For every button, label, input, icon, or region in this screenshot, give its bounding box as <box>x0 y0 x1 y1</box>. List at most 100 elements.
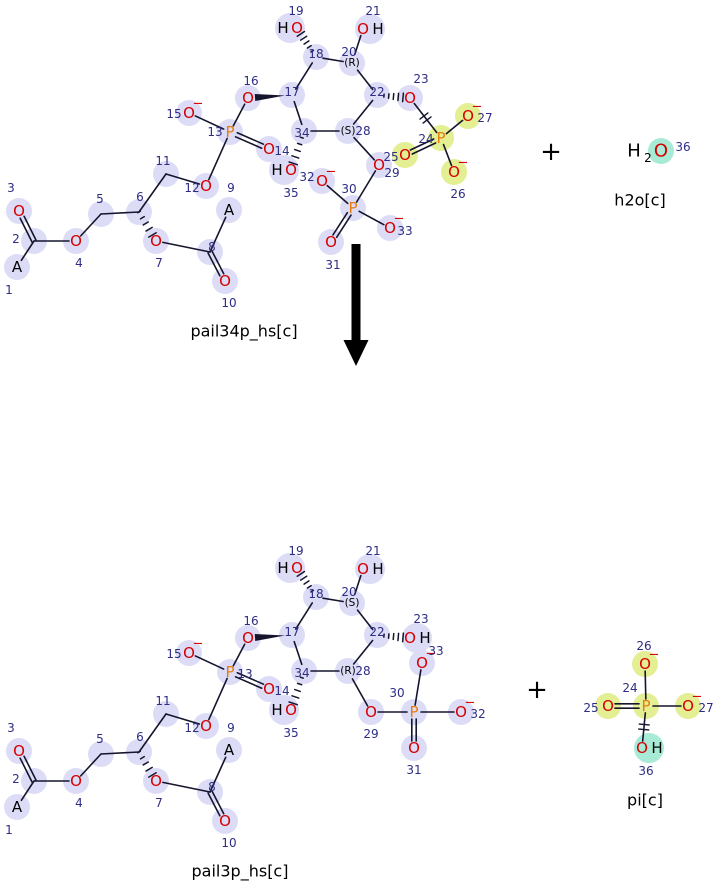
atom-number-O3: 3 <box>7 721 15 735</box>
atom-highlight-O7 <box>143 768 169 794</box>
atom-highlight-P30 <box>401 699 427 725</box>
bond-line <box>322 597 344 603</box>
atom-number-P13: 13 <box>237 667 252 681</box>
bond-line <box>306 584 312 589</box>
bond-line <box>303 40 310 45</box>
atom-number-O32: 32 <box>470 707 485 721</box>
bond-line <box>142 761 149 766</box>
atom-number-O10: 10 <box>221 296 236 310</box>
atom-number-C18: 18 <box>308 587 323 601</box>
atom-symbol-P24: P <box>436 129 445 147</box>
atom-number-C6: 6 <box>136 190 144 204</box>
atom-number-C8: 8 <box>208 780 216 794</box>
atom-number-C34: 34 <box>294 126 309 140</box>
bond-line <box>353 574 362 596</box>
atom-number-O21: 21 <box>365 544 380 558</box>
atom-symbol-O12: O <box>200 717 212 735</box>
water-label: h2o[c] <box>614 190 666 210</box>
atom-number-C22: 22 <box>369 625 384 639</box>
atom-number-C8: 8 <box>208 240 216 254</box>
bond-line <box>211 790 225 815</box>
atom-symbol-H35: H <box>271 701 282 719</box>
bond-line <box>136 210 142 214</box>
bond-line <box>335 214 352 239</box>
atom-highlight-O21 <box>355 554 385 584</box>
bond-line <box>638 728 650 731</box>
atom-symbol-A9: A <box>224 741 235 759</box>
atom-symbol-Hw: H <box>627 141 641 162</box>
bond-line <box>209 756 227 793</box>
atom-highlight-O16 <box>235 625 261 651</box>
atom-number-O27: 27 <box>477 111 492 125</box>
bond-line <box>293 688 302 693</box>
atom-symbol-O10: O <box>219 812 231 830</box>
atom-number-O4: 4 <box>75 256 83 270</box>
bond-line <box>211 250 225 275</box>
bond-line <box>165 173 201 185</box>
atom-highlight-O31 <box>401 735 427 761</box>
atom-symbol-O32: O <box>316 172 328 190</box>
atom-charge-O33: − <box>426 647 437 662</box>
bond-line <box>236 671 265 685</box>
bond-line <box>194 655 225 670</box>
atom-highlight-A9 <box>216 737 242 763</box>
atom-number-O31: 31 <box>406 763 421 777</box>
atom-number-A9: 9 <box>227 721 235 735</box>
atom-number-C20: 20 <box>341 585 356 599</box>
atom-number-C28: 28 <box>355 664 370 678</box>
atom-symbol-C28: (R) <box>340 665 356 677</box>
atom-symbol-H21: H <box>372 560 383 578</box>
atom-number-A1: 1 <box>5 823 13 837</box>
product-label: pail3p_hs[c] <box>191 861 289 881</box>
atom-symbol-O16: O <box>242 629 254 647</box>
bond-line <box>352 99 374 125</box>
atom-highlight-O12 <box>193 173 219 199</box>
atom-symbol-O19: O <box>291 19 303 37</box>
atom-symbol-P30: P <box>348 199 357 217</box>
bond-line <box>401 92 405 103</box>
bond-line <box>194 115 225 130</box>
bond-line <box>353 34 362 56</box>
atom-number-O23: 23 <box>413 72 428 86</box>
atom-highlight-P24 <box>633 693 659 719</box>
atom-highlight-O23 <box>397 85 423 111</box>
atom-charge-O15: − <box>193 637 204 652</box>
substrate-label: pail34p_hs[c] <box>190 321 298 341</box>
atom-highlight-O27 <box>675 693 701 719</box>
bond-line <box>397 92 400 102</box>
atom-highlight-O36 <box>634 733 664 763</box>
atom-symbol-O25: O <box>399 146 411 164</box>
atom-symbol-H23: H <box>419 629 430 647</box>
atom-symbol-A1: A <box>12 258 23 276</box>
atom-number-O14: 14 <box>274 144 289 158</box>
atom-charge-O26: − <box>649 648 660 663</box>
bond-line <box>208 137 228 181</box>
bond-line <box>355 170 377 203</box>
atom-highlight-O25 <box>595 693 621 719</box>
bond-line <box>294 62 314 90</box>
bond-line <box>356 69 374 91</box>
atom-symbol-H36: H <box>651 739 662 757</box>
atom-symbol-O16: O <box>242 89 254 107</box>
bond-line <box>414 669 422 706</box>
atom-symbol-O27: O <box>682 697 694 715</box>
bond-wedge <box>254 634 286 642</box>
atom-highlight-O33 <box>409 650 435 676</box>
atom-number-P24: 24 <box>622 681 637 695</box>
bond-line <box>20 780 35 802</box>
atom-symbol-O32: O <box>455 703 467 721</box>
atom-highlight-O36 <box>648 138 674 164</box>
atom-highlight-O33 <box>377 215 403 241</box>
atom-highlight-O14 <box>256 136 282 162</box>
bond-line <box>638 723 650 726</box>
atom-symbol-P24: P <box>641 697 650 715</box>
atom-number-O3: 3 <box>7 181 15 195</box>
atom-number-C2: 2 <box>12 772 20 786</box>
atom-symbol-O29: O <box>373 156 385 174</box>
atom-symbol-O12: O <box>200 177 212 195</box>
atom-number-O23: 23 <box>413 612 428 626</box>
atom-number-O14: 14 <box>274 684 289 698</box>
atom-highlight-O16 <box>235 85 261 111</box>
atom-number-O16: 16 <box>243 74 258 88</box>
